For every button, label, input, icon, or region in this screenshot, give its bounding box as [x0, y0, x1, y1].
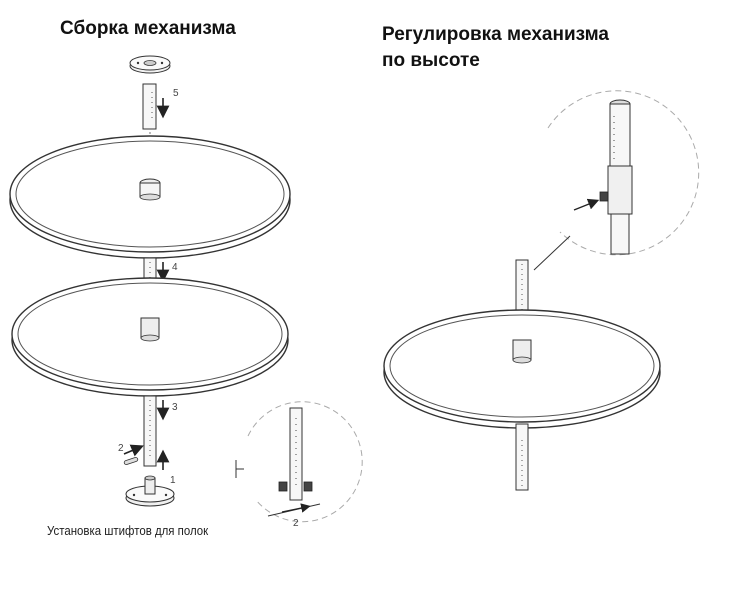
step-5-label: 5: [173, 88, 179, 99]
top-tube-part: [142, 83, 157, 130]
height-adjustment-title: Регулировка механизма по высоте: [382, 22, 682, 74]
shelf-pin-part: 2: [118, 443, 144, 465]
step-1-arrow: 1: [156, 449, 176, 486]
step-3-arrow: 3: [156, 400, 178, 421]
height-adjustment-title-line1: Регулировка механизма: [382, 24, 609, 45]
pin-detail-zoom: 2: [235, 401, 363, 529]
step-3-label: 3: [172, 402, 178, 413]
step-4-label: 4: [172, 262, 178, 273]
lower-tray: [11, 277, 289, 397]
adjust-zoom-detail: [533, 90, 700, 271]
step-4-arrow: 4: [156, 262, 178, 283]
lower-tube-part: [143, 395, 157, 467]
detail-step-2-label: 2: [293, 518, 299, 529]
step-5-arrow: 5: [156, 88, 179, 119]
pin-installation-caption: Установка штифтов для полок: [47, 523, 209, 538]
step-2-label: 2: [118, 443, 124, 454]
assembly-title: Сборка механизма: [60, 18, 236, 39]
top-cap-part: [129, 55, 171, 74]
adjust-tray-assembly: [383, 259, 661, 491]
height-adjustment-title-line2: по высоте: [382, 50, 480, 71]
step-1-label: 1: [170, 475, 176, 486]
base-part: [125, 475, 175, 507]
upper-tray: [9, 135, 291, 259]
